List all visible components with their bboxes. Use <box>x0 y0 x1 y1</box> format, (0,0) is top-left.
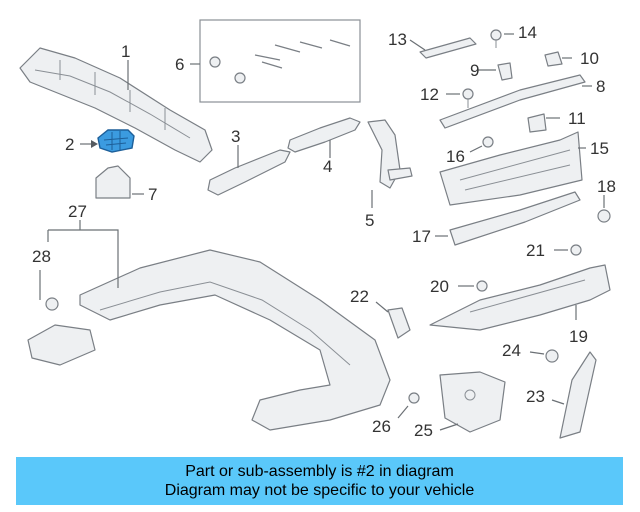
callout-1: 1 <box>121 42 130 61</box>
part-9-clip <box>497 62 513 81</box>
part-24-bolt <box>545 349 559 363</box>
part-27-top-shell <box>79 249 391 431</box>
banner-line-1: Part or sub-assembly is #2 in diagram <box>185 463 454 480</box>
part-5-hinge-bracket <box>367 119 413 189</box>
callout-14: 14 <box>518 23 537 42</box>
callout-6: 6 <box>175 55 184 74</box>
callout-11: 11 <box>568 109 586 128</box>
callout-19: 19 <box>569 327 588 346</box>
callout-18: 18 <box>597 177 616 196</box>
callout-4: 4 <box>323 157 332 176</box>
part-12-bolt <box>462 88 474 108</box>
part-4-side-rail <box>287 117 361 153</box>
part-18-fastener <box>597 209 611 223</box>
part-25-bracket <box>439 371 506 433</box>
part-6-hardware-kit <box>199 19 361 103</box>
callout-9: 9 <box>470 61 479 80</box>
info-banner: Part or sub-assembly is #2 in diagram Di… <box>16 457 623 505</box>
part-14-screw <box>490 29 502 48</box>
banner-line-2: Diagram may not be specific to your vehi… <box>164 482 475 499</box>
leader-line <box>397 405 409 419</box>
callout-3: 3 <box>231 127 240 146</box>
leader-line <box>551 399 565 405</box>
part-21-fastener <box>570 244 582 256</box>
part-16-bolt <box>482 136 494 148</box>
callout-8: 8 <box>596 77 605 96</box>
callout-10: 10 <box>580 49 599 68</box>
part-20-bolt <box>476 280 488 292</box>
callout-5: 5 <box>365 211 374 230</box>
part-23-trim <box>559 351 597 439</box>
arrowhead <box>91 140 98 148</box>
callout-15: 15 <box>590 139 609 158</box>
part-3-pillar-trim <box>207 149 291 196</box>
callout-22: 22 <box>350 287 369 306</box>
callout-12: 12 <box>420 85 439 104</box>
callout-27: 27 <box>68 202 87 221</box>
callout-2: 2 <box>65 135 74 154</box>
callout-17: 17 <box>412 227 431 246</box>
part-1-header-rail <box>19 47 213 163</box>
callout-23: 23 <box>526 387 545 406</box>
part-8-rear-rail <box>439 74 586 129</box>
part-11-clip <box>527 113 547 133</box>
leader-line <box>48 229 119 288</box>
parts-diagram: 1 2 3 4 5 6 7 8 <box>19 19 616 440</box>
part-10-clip <box>544 51 563 67</box>
part-17-lower-panel <box>449 191 581 246</box>
part-26-fastener <box>408 392 420 404</box>
leader-line <box>375 301 389 313</box>
callout-24: 24 <box>502 341 521 360</box>
callout-21: 21 <box>526 241 545 260</box>
part-15-rear-panel <box>439 131 583 206</box>
leader-line <box>469 145 483 153</box>
leader-line <box>529 351 545 355</box>
part-28-buffer <box>27 297 96 366</box>
leader-line <box>409 39 426 51</box>
leader-line <box>439 423 459 431</box>
callout-20: 20 <box>430 277 449 296</box>
callout-26: 26 <box>372 417 391 436</box>
part-7-block <box>95 165 131 199</box>
part-19-tray <box>429 264 611 331</box>
callout-7: 7 <box>148 185 157 204</box>
callout-16: 16 <box>446 147 465 166</box>
part-22-latch <box>387 307 411 339</box>
part-13-strip <box>419 37 477 59</box>
callout-13: 13 <box>388 30 407 49</box>
callout-28: 28 <box>32 247 51 266</box>
part-2-highlighted <box>97 129 135 153</box>
callout-25: 25 <box>414 421 433 440</box>
